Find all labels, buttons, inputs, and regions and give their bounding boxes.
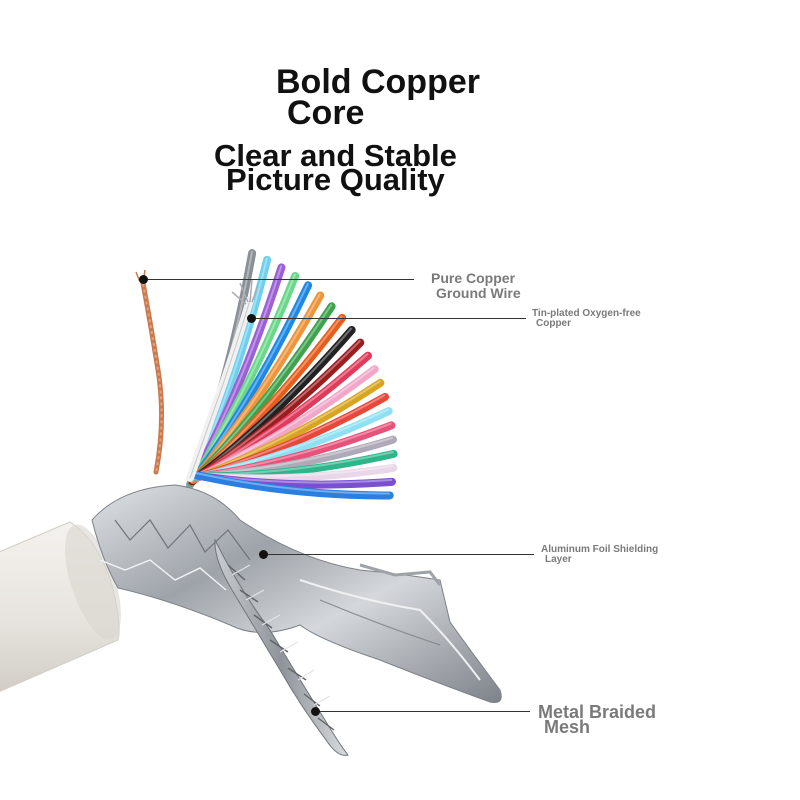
color-wire <box>192 471 394 500</box>
braided-mesh-label-line1: Metal Braided <box>538 702 657 722</box>
braided-mesh-pointer-line <box>320 711 530 712</box>
ground-wire-pointer-dot <box>139 275 148 284</box>
color-wire-bundle <box>186 249 398 500</box>
foil-shield-pointer-dot <box>259 550 268 559</box>
ground-wire-label-line1: Pure Copper <box>431 270 516 286</box>
foil-shield-pointer-line <box>268 554 534 555</box>
braided-mesh-label-line2: Mesh <box>544 717 591 737</box>
ground-wire-label-line2: Ground Wire <box>436 285 521 301</box>
ground-wire-pointer-line <box>148 279 414 280</box>
cable-jacket <box>0 521 121 692</box>
headline-line2a: Clear and Stable <box>214 138 457 173</box>
tinned-copper-pointer-dot <box>247 314 256 323</box>
headline-line2b: Picture Quality <box>226 162 445 197</box>
headline-line1b: Core <box>287 94 365 132</box>
foil-shield <box>91 484 502 703</box>
braided-mesh-pointer-dot <box>311 707 320 716</box>
foil-shield-label-line1: Aluminum Foil Shielding <box>541 544 659 555</box>
foil-shield-label-line2: Layer <box>545 554 572 565</box>
ground-wire <box>135 269 165 475</box>
tinned-copper-label-line1: Tin-plated Oxygen-free <box>532 308 641 319</box>
color-wire-highlight <box>195 472 390 495</box>
tinned-copper-label-line2: Copper <box>536 318 571 329</box>
tinned-copper-pointer-line <box>256 318 526 319</box>
tinned-copper-wire <box>186 279 259 482</box>
braided-mesh <box>214 538 349 756</box>
headline-line1a: Bold Copper <box>276 63 480 101</box>
